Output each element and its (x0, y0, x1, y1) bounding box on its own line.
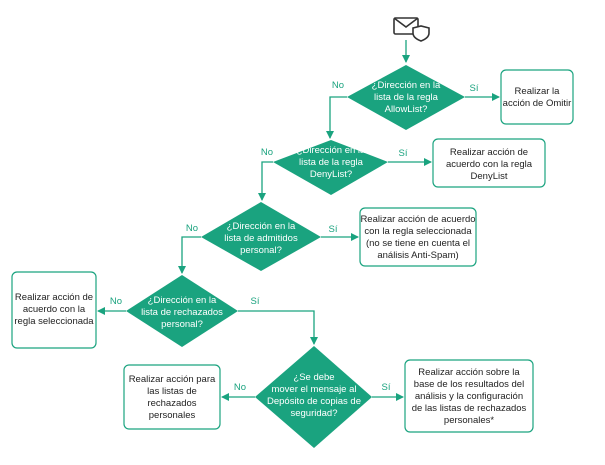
action-admitidos-box: Realizar acción de acuerdo con la regla … (359, 207, 477, 267)
decision-admitidos-line-1: ¿Dirección en la (227, 221, 296, 232)
decision-denylist: ¿Dirección en la lista de la regla DenyL… (273, 140, 388, 195)
decision-admitidos-line-3: personal? (240, 245, 282, 256)
no-label-deposito: No (234, 382, 246, 393)
decision-rechazados-line-3: personal? (161, 319, 203, 330)
decision-rechazados-line-2: lista de rechazados (141, 307, 223, 318)
action-denylist-box: Realizar acción de acuerdo con la regla … (432, 138, 546, 188)
no-label-admitidos: No (186, 223, 198, 234)
action-rechazados-box: Realizar acción de acuerdo con la regla … (11, 271, 97, 349)
mail-shield-icon (393, 17, 430, 42)
no-label-allowlist: No (332, 80, 344, 91)
decision-admitidos-line-2: lista de admitidos (224, 233, 298, 244)
decision-denylist-line-3: DenyList? (310, 169, 352, 180)
action-rechazados-line-2: acuerdo con la (23, 304, 86, 315)
decision-denylist-line-2: lista de la regla (299, 157, 364, 168)
action-omitir-line-2: acción de Omitir (503, 98, 572, 109)
decision-allowlist-line-3: AllowList? (385, 104, 428, 115)
action-denylist-line-1: Realizar acción de (450, 147, 528, 158)
action-omitir-line-1: Realizar la (515, 86, 561, 97)
action-omitir-box: Realizar la acción de Omitir (500, 69, 574, 125)
action-listas-line-4: personales (149, 410, 196, 421)
action-listas-line-3: rechazados (147, 398, 196, 409)
no-label-denylist: No (261, 147, 273, 158)
decision-deposito-line-3: Depósito de copias de (267, 396, 361, 407)
action-admitidos-line-4: análisis Anti-Spam) (377, 250, 458, 261)
action-admitidos-line-2: con la regla seleccionada (364, 226, 472, 237)
yes-label-deposito: Sí (382, 382, 391, 393)
action-rechazados-line-1: Realizar acción de (15, 292, 93, 303)
yes-label-admitidos: Sí (329, 224, 338, 235)
action-listas-box: Realizar acción para las listas de recha… (123, 364, 221, 430)
action-analisis-line-1: Realizar acción sobre la (418, 367, 520, 378)
action-admitidos-line-1: Realizar acción de acuerdo (360, 214, 475, 225)
yes-label-rechazados: Sí (251, 296, 260, 307)
decision-deposito-line-4: seguridad? (290, 408, 337, 419)
connectors (97, 40, 500, 401)
decision-admitidos: ¿Dirección en la lista de admitidos pers… (201, 202, 321, 271)
decision-deposito-line-1: ¿Se debe (293, 372, 334, 383)
action-analisis-line-4: de las listas de rechazados (412, 403, 527, 414)
decision-deposito-line-2: mover el mensaje al (271, 384, 356, 395)
action-rechazados-line-3: regla seleccionada (14, 316, 94, 327)
decision-deposito: ¿Se debe mover el mensaje al Depósito de… (255, 346, 372, 448)
action-analisis-line-5: personales* (444, 415, 494, 426)
decision-allowlist-line-2: lista de la regla (374, 92, 439, 103)
action-analisis-line-2: base de los resultados del (414, 379, 524, 390)
action-admitidos-line-3: (no se tiene en cuenta el (366, 238, 470, 249)
decision-allowlist-line-1: ¿Dirección en la (372, 80, 441, 91)
decision-allowlist: ¿Dirección en la lista de la regla Allow… (347, 65, 465, 130)
action-analisis-line-3: análisis y la configuración (415, 391, 523, 402)
action-denylist-line-3: DenyList (471, 171, 508, 182)
action-listas-line-2: las listas de (147, 386, 197, 397)
decision-rechazados-line-1: ¿Dirección en la (148, 295, 217, 306)
decision-denylist-line-1: ¿Dirección en la (297, 145, 366, 156)
yes-label-denylist: Sí (399, 148, 408, 159)
action-analisis-box: Realizar acción sobre la base de los res… (404, 359, 534, 433)
no-label-rechazados: No (110, 296, 122, 307)
action-listas-line-1: Realizar acción para (129, 374, 216, 385)
action-denylist-line-2: acuerdo con la regla (446, 159, 533, 170)
yes-label-allowlist: Sí (470, 83, 479, 94)
decision-rechazados: ¿Dirección en la lista de rechazados per… (126, 275, 238, 347)
